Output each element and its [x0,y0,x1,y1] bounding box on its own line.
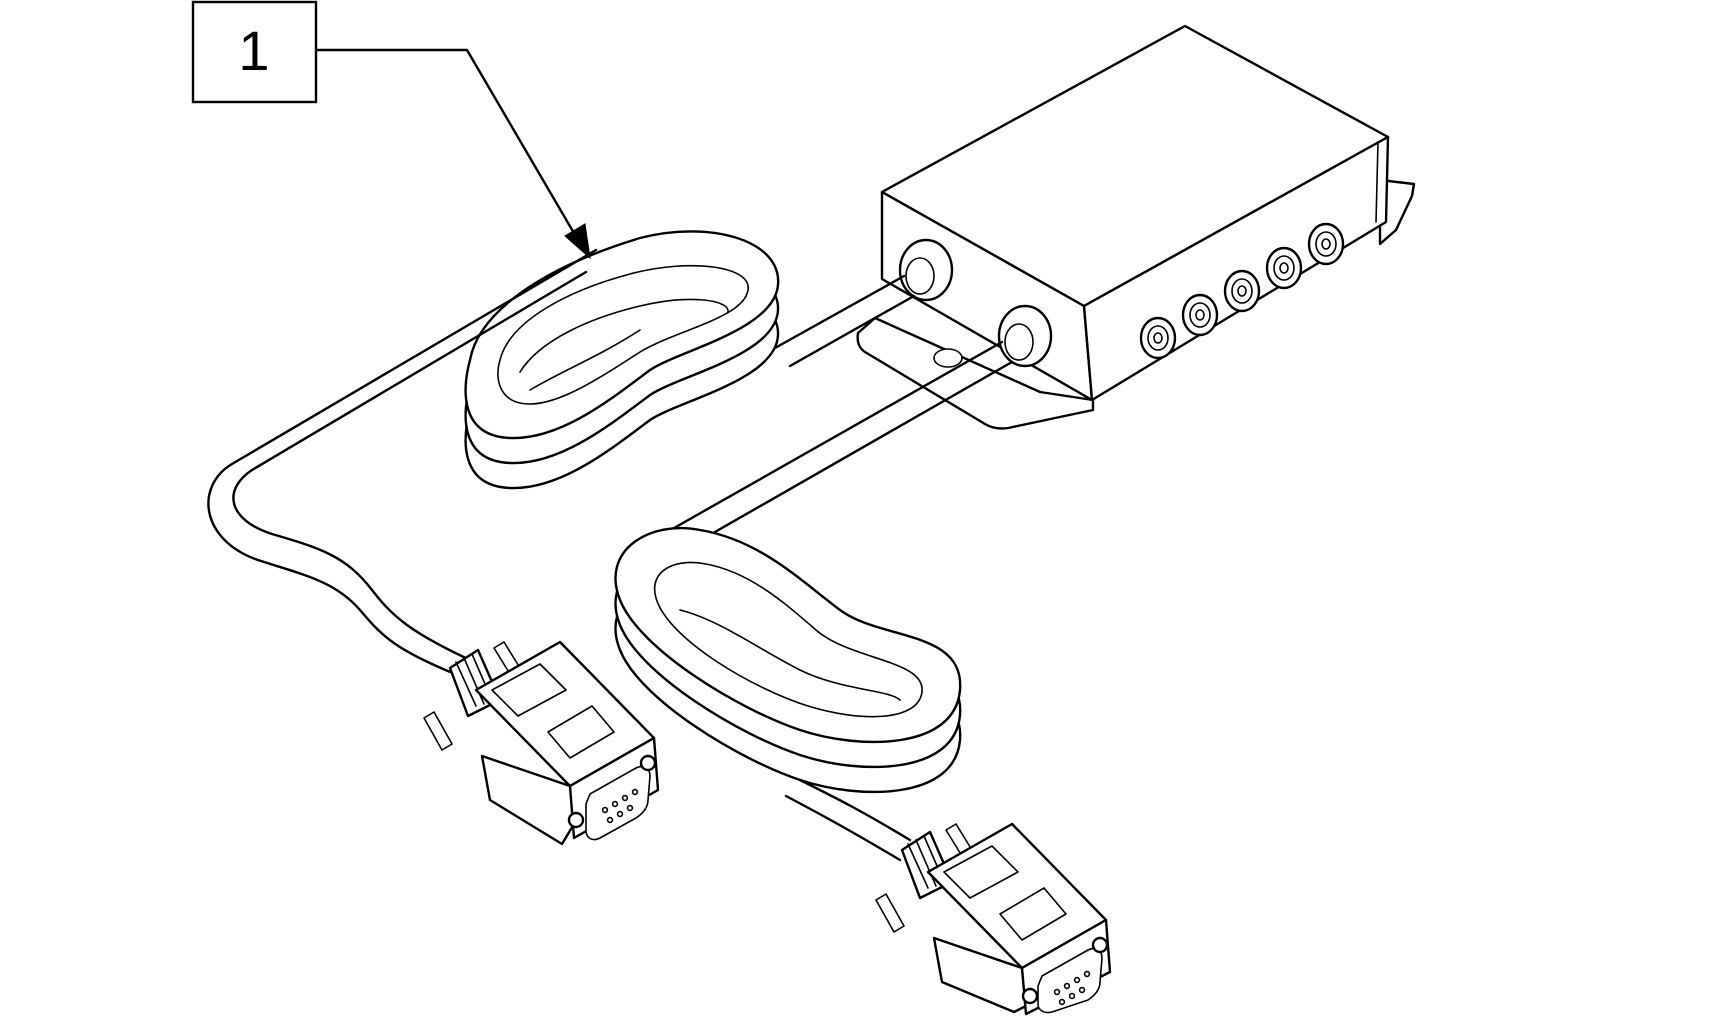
coiled-cable-left [207,230,916,678]
coil-right-loop-1 [614,526,962,744]
jack-socket-2 [1181,293,1219,337]
db9-connector-left [423,640,660,846]
callout-arrowhead [564,223,591,260]
jack-socket-4 [1265,246,1303,290]
callout-box [191,0,318,104]
db9-connector-right [875,822,1112,1016]
callout-1: 1 [191,0,591,260]
callout-number: 1 [238,19,269,82]
mounting-flange [856,316,1095,430]
callout-leader-line [314,48,580,242]
junction-box [856,24,1416,430]
jack-socket-3 [1223,269,1261,313]
cable-gland-1 [898,238,954,302]
jack-socket-1 [1139,316,1177,360]
jack-socket-5 [1307,222,1345,266]
cable-gland-2 [997,304,1053,368]
flange-hole [933,348,963,368]
coiled-cable-right [614,340,1014,862]
